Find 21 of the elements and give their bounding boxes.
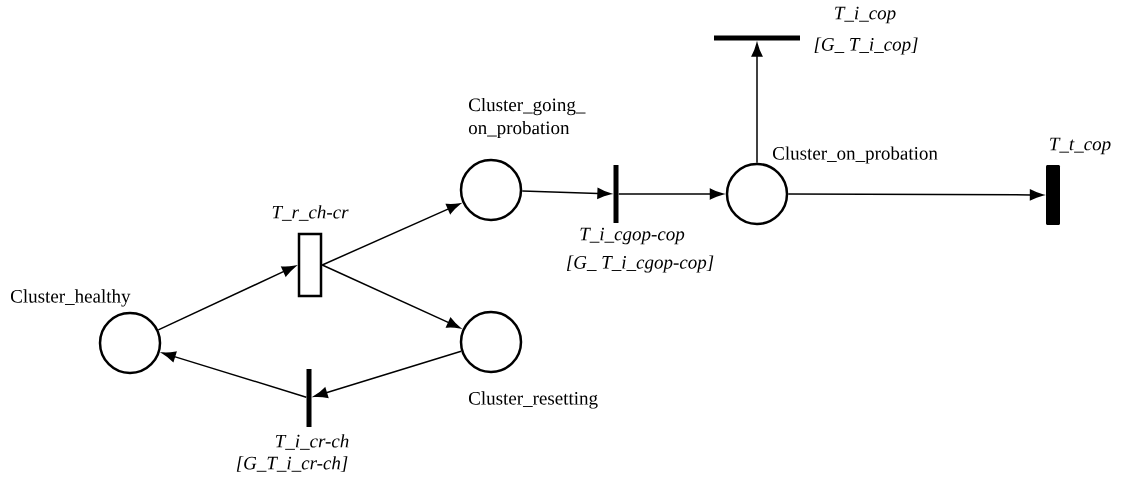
transition-label: [G_ T_i_cop] bbox=[814, 37, 918, 55]
place-label: Cluster_on_probation bbox=[773, 146, 938, 164]
transition-label: [G_T_i_cr-ch] bbox=[236, 456, 348, 472]
arrow bbox=[787, 189, 1044, 201]
arrow bbox=[521, 187, 611, 199]
arrow bbox=[157, 265, 296, 331]
transition-label: T_i_cr-ch bbox=[275, 434, 349, 450]
transition-label: T_i_cop bbox=[835, 6, 896, 24]
arrow bbox=[617, 188, 724, 200]
transition-label: T_i_cgop-cop bbox=[580, 227, 685, 245]
place-label: Cluster_healthy bbox=[11, 289, 131, 307]
place-label: Cluster_resetting bbox=[469, 391, 598, 409]
arrow bbox=[321, 203, 461, 266]
place-label: Cluster_going_ on_probation bbox=[468, 97, 586, 139]
arrow bbox=[162, 351, 308, 398]
transition-label: T_t_cop bbox=[1050, 137, 1111, 155]
transition-label: T_r_ch-cr bbox=[272, 205, 349, 221]
transition-label: [G_ T_i_cgop-cop] bbox=[566, 255, 714, 273]
arrow bbox=[321, 264, 461, 329]
arrow bbox=[751, 43, 763, 164]
arrow bbox=[313, 350, 462, 398]
